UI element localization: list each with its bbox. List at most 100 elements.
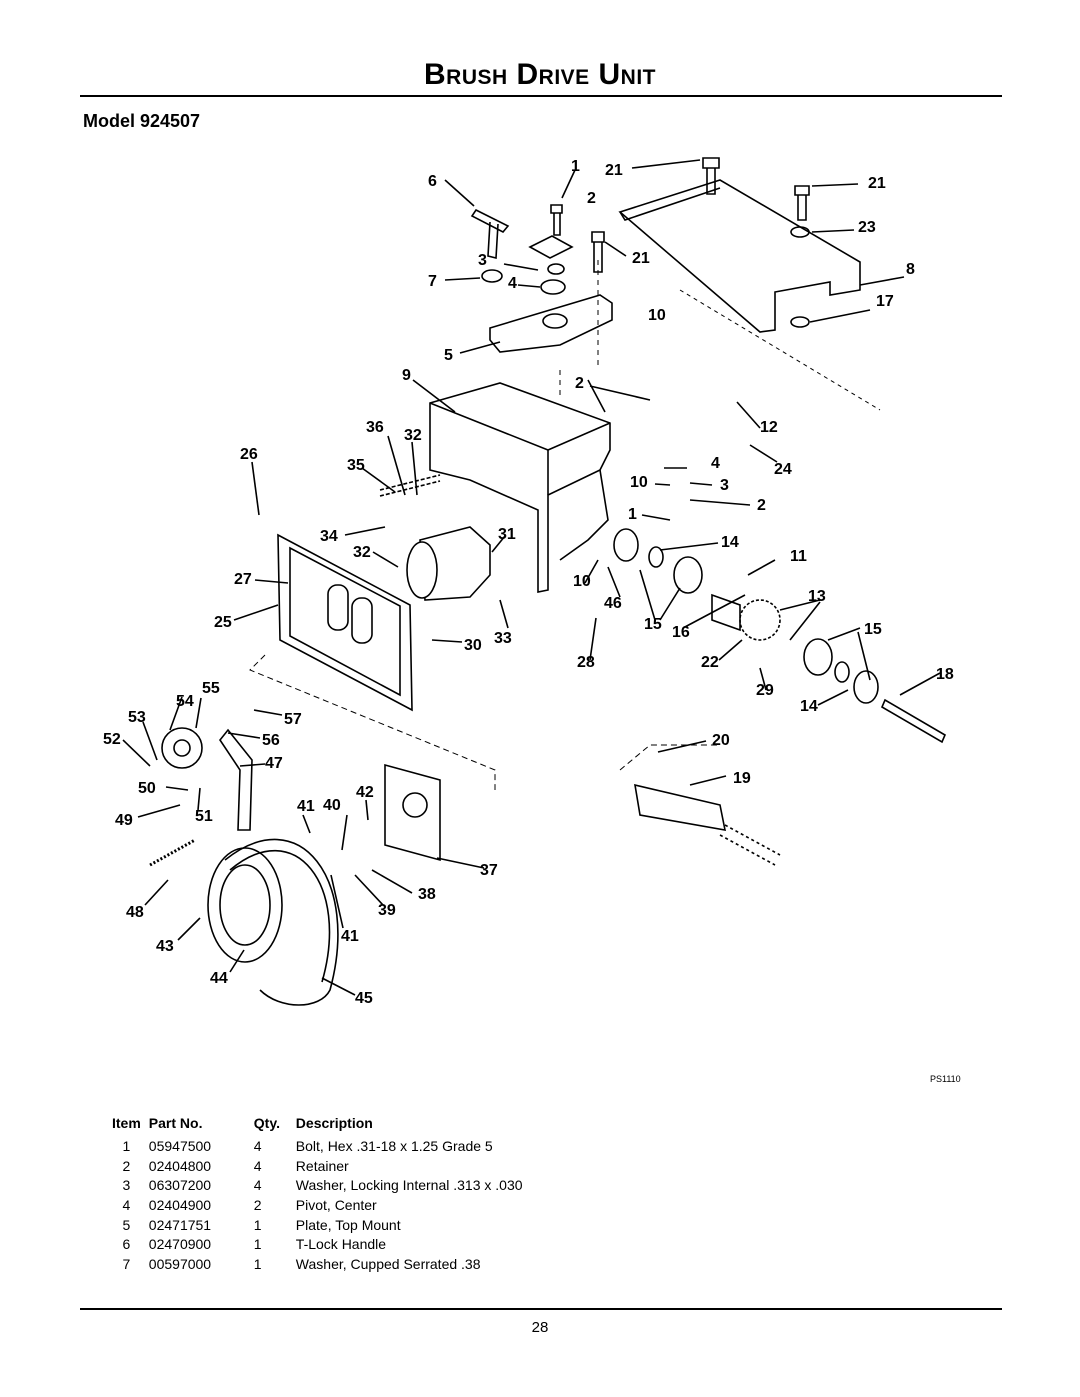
- callout-28: 28: [577, 654, 595, 671]
- table-row: 4 02404900 2 Pivot, Center: [112, 1195, 596, 1215]
- callout-44: 44: [210, 970, 228, 987]
- item-number: 4: [122, 1196, 131, 1213]
- callout-43: 43: [156, 938, 174, 955]
- item-number: 1: [122, 1137, 131, 1154]
- callout-1: 1: [571, 158, 580, 175]
- part-number: 02470900: [148, 1236, 212, 1253]
- quantity: 1: [253, 1255, 262, 1272]
- description: T-Lock Handle: [295, 1236, 387, 1253]
- callout-56: 56: [262, 732, 280, 749]
- callout-42: 42: [356, 784, 374, 801]
- item-number: 2: [122, 1157, 131, 1174]
- callout-46: 46: [604, 595, 622, 612]
- item-number: 3: [122, 1177, 131, 1194]
- callout-34: 34: [320, 528, 338, 545]
- callout-2: 2: [757, 497, 766, 514]
- callout-21: 21: [868, 175, 886, 192]
- callout-41: 41: [297, 798, 315, 815]
- part-number: 05947500: [148, 1137, 212, 1154]
- description: Pivot, Center: [295, 1196, 377, 1213]
- part-number: 02404800: [148, 1157, 212, 1174]
- callout-14: 14: [721, 534, 739, 551]
- callout-50: 50: [138, 780, 156, 797]
- table-row: 3 06307200 4 Washer, Locking Internal .3…: [112, 1175, 596, 1195]
- table-row: 6 02470900 1 T-Lock Handle: [112, 1234, 596, 1254]
- header-item: Item: [112, 1115, 141, 1131]
- callout-54: 54: [176, 693, 194, 710]
- callout-20: 20: [712, 732, 730, 749]
- callout-22: 22: [701, 654, 719, 671]
- callout-47: 47: [265, 755, 283, 772]
- callout-2: 2: [575, 375, 584, 392]
- callout-5: 5: [444, 347, 453, 364]
- callout-1: 1: [628, 506, 637, 523]
- callout-8: 8: [906, 261, 915, 278]
- callout-33: 33: [494, 630, 512, 647]
- part-number: 02471751: [148, 1216, 212, 1233]
- callout-45: 45: [355, 990, 373, 1007]
- exploded-parts-diagram: 1 21 6 2 21 23 3 21 7 4 8 17 10 5 9 2 12…: [103, 157, 961, 1084]
- part-number: 06307200: [148, 1177, 212, 1194]
- part-number: 02404900: [148, 1196, 212, 1213]
- callout-32: 32: [353, 544, 371, 561]
- callout-10: 10: [630, 474, 648, 491]
- callout-57: 57: [284, 711, 302, 728]
- header-qty: Qty.: [253, 1115, 280, 1131]
- callout-41: 41: [341, 928, 359, 945]
- callout-55: 55: [202, 680, 220, 697]
- model-heading: Model 924507: [83, 111, 201, 131]
- callout-52: 52: [103, 731, 121, 748]
- callout-37: 37: [480, 862, 498, 879]
- callout-15: 15: [864, 621, 882, 638]
- page-number: 28: [531, 1319, 549, 1336]
- quantity: 2: [253, 1196, 262, 1213]
- description: Washer, Locking Internal .313 x .030: [295, 1177, 523, 1194]
- callout-11: 11: [790, 548, 807, 565]
- callout-35: 35: [347, 457, 365, 474]
- callout-49: 49: [115, 812, 133, 829]
- description: Retainer: [295, 1157, 349, 1174]
- parts-table: Item Part No. Qty. Description 1 0594750…: [112, 1114, 596, 1274]
- callout-15: 15: [644, 616, 662, 633]
- callout-40: 40: [323, 797, 341, 814]
- page-title: Brush Drive Unit: [423, 58, 656, 91]
- table-row: 1 05947500 4 Bolt, Hex .31-18 x 1.25 Gra…: [112, 1136, 596, 1156]
- callout-3: 3: [478, 252, 487, 269]
- description: Plate, Top Mount: [295, 1216, 401, 1233]
- parts-table-header: Item Part No. Qty. Description: [112, 1114, 596, 1136]
- table-row: 5 02471751 1 Plate, Top Mount: [112, 1215, 596, 1235]
- callout-26: 26: [240, 446, 258, 463]
- header-description: Description: [295, 1115, 373, 1131]
- callout-48: 48: [126, 904, 144, 921]
- callout-21: 21: [632, 250, 650, 267]
- callout-7: 7: [428, 273, 437, 290]
- callout-25: 25: [214, 614, 232, 631]
- quantity: 1: [253, 1236, 262, 1253]
- item-number: 6: [122, 1236, 131, 1253]
- callout-29: 29: [756, 682, 774, 699]
- callout-21: 21: [605, 162, 623, 179]
- callout-3: 3: [720, 477, 729, 494]
- callout-13: 13: [808, 588, 826, 605]
- quantity: 4: [253, 1177, 262, 1194]
- callout-36: 36: [366, 419, 384, 436]
- callout-51: 51: [195, 808, 213, 825]
- callout-10: 10: [648, 307, 666, 324]
- callout-10: 10: [573, 573, 591, 590]
- callout-6: 6: [428, 173, 437, 190]
- quantity: 1: [253, 1216, 262, 1233]
- header-part-no: Part No.: [148, 1115, 203, 1131]
- callout-39: 39: [378, 902, 396, 919]
- callout-12: 12: [760, 419, 778, 436]
- callout-27: 27: [234, 571, 252, 588]
- callout-14: 14: [800, 698, 818, 715]
- item-number: 7: [122, 1255, 131, 1272]
- item-number: 5: [122, 1216, 131, 1233]
- callout-31: 31: [498, 526, 516, 543]
- description: Bolt, Hex .31-18 x 1.25 Grade 5: [295, 1137, 493, 1154]
- callout-2: 2: [587, 190, 596, 207]
- figure-code: PS1110: [930, 1074, 961, 1084]
- callout-9: 9: [402, 367, 411, 384]
- callout-23: 23: [858, 219, 876, 236]
- callout-17: 17: [876, 293, 894, 310]
